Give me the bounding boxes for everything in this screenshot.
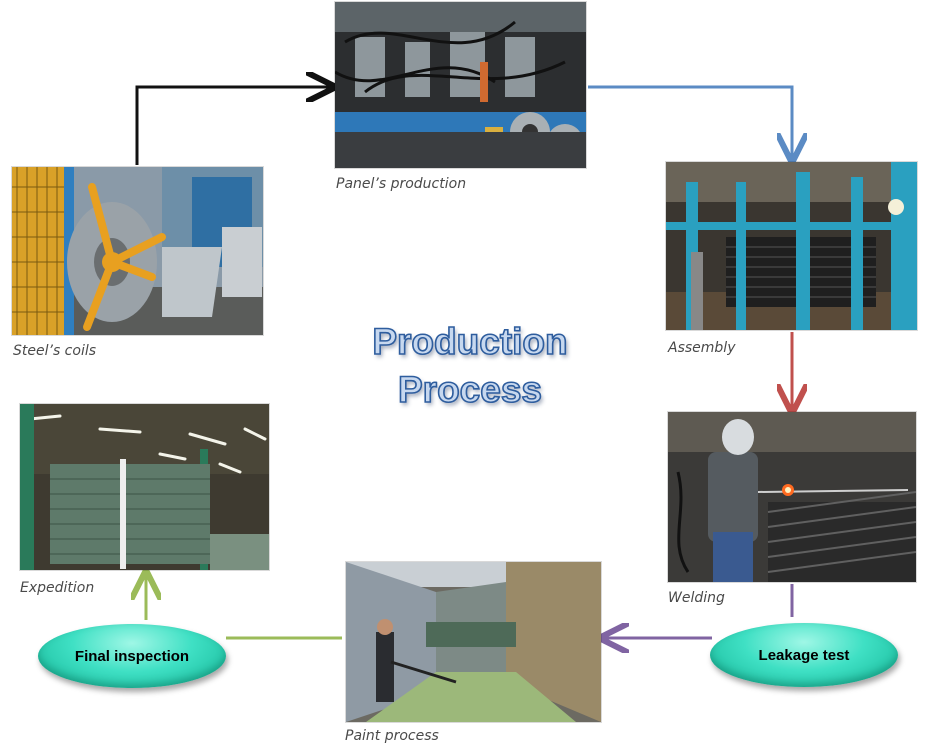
assembly-caption: Assembly: [668, 340, 736, 356]
expedition-photo: [20, 404, 269, 570]
expedition-caption: Expedition: [20, 580, 95, 596]
paint-process-photo: [346, 562, 601, 722]
assembly-photo: [666, 162, 917, 330]
panels-production-caption: Panel’s production: [336, 176, 467, 192]
leakage-test-step: Leakage test: [710, 623, 898, 687]
arrow-coils-to-panel: [135, 87, 330, 165]
steels-coils-photo: [12, 167, 263, 335]
diagram-title: Production Process: [340, 318, 600, 414]
panels-production-photo: [335, 2, 586, 168]
final-inspection-step: Final inspection: [38, 624, 226, 688]
welding-caption: Welding: [668, 590, 725, 606]
steels-coils-caption: Steel’s coils: [13, 343, 97, 359]
title-line-1: Production: [372, 320, 569, 363]
title-line-2: Process: [397, 368, 543, 411]
arrow-panel-to-assembly: [588, 85, 792, 157]
welding-photo: [668, 412, 916, 582]
paint-process-caption: Paint process: [345, 728, 439, 744]
